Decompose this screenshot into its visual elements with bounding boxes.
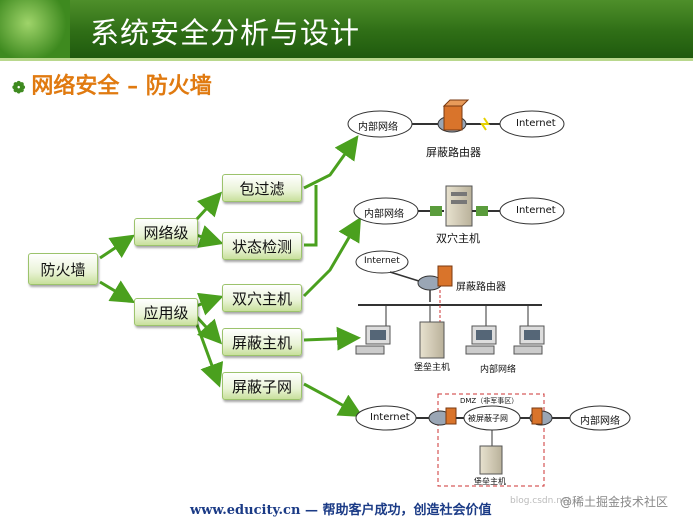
- arrow-app-dual: [195, 292, 224, 316]
- d4-middle-label: 被屏蔽子网: [468, 414, 508, 423]
- arrow-app-screened: [194, 314, 223, 345]
- d3-cloud-label: Internet: [364, 256, 400, 266]
- page-title: 系统安全分析与设计: [90, 16, 361, 50]
- node-dual-homed-host: 双穴主机: [222, 284, 302, 312]
- d2-left-label: 内部网络: [364, 209, 404, 220]
- arrow-app-subnet: [194, 321, 224, 388]
- section-title-text: 网络安全 – 防火墙: [31, 73, 212, 99]
- diagram-dual-homed-host: [353, 185, 565, 227]
- section-title: ❁ 网络安全 – 防火墙: [12, 68, 212, 100]
- d2-right-label: Internet: [516, 205, 556, 216]
- blog-watermark: blog.csdn.net: [510, 496, 571, 506]
- d4-dmz-label: DMZ（非军事区）: [460, 397, 519, 405]
- arrow-subnet-d4: [303, 382, 364, 417]
- d4-bastion-label: 堡垒主机: [474, 477, 506, 486]
- node-network-level: 网络级: [134, 218, 198, 246]
- footer: www.educity.cn — 帮助客户成功，创造社会价值 blog.csdn…: [0, 488, 693, 519]
- node-screened-host: 屏蔽主机: [222, 328, 302, 356]
- header-divider: [0, 58, 693, 61]
- d3-bastion-label: 堡垒主机: [414, 363, 451, 373]
- arrow-root-app: [99, 280, 136, 304]
- node-packet-filter: 包过滤: [222, 174, 302, 202]
- d1-device-label: 屏蔽路由器: [426, 146, 481, 159]
- node-screened-subnet: 屏蔽子网: [222, 372, 302, 400]
- diagram-screened-host: [355, 250, 545, 359]
- node-application-level: 应用级: [134, 298, 198, 326]
- arrow-filter-d1: [303, 135, 359, 190]
- bullet-icon: ❁: [12, 78, 26, 97]
- node-firewall: 防火墙: [28, 253, 98, 285]
- footer-slogan: www.educity.cn — 帮助客户成功，创造社会价值: [190, 503, 492, 518]
- leaf-logo-icon: [0, 0, 70, 58]
- watermark: @稀土掘金技术社区: [560, 495, 669, 509]
- arrow-screened-d3: [303, 326, 361, 351]
- arrow-dual-d2: [302, 216, 362, 298]
- node-stateful-inspection: 状态检测: [222, 232, 302, 260]
- arrow-network-state: [195, 225, 224, 248]
- d1-right-label: Internet: [516, 118, 556, 129]
- d4-right-label: 内部网络: [580, 416, 620, 427]
- diagram-screening-router: [347, 99, 565, 138]
- d4-left-label: Internet: [370, 412, 410, 423]
- d3-router-label: 屏蔽路由器: [456, 282, 506, 293]
- diagram-screened-subnet: [355, 393, 631, 487]
- d2-device-label: 双穴主机: [436, 232, 480, 245]
- d1-left-label: 内部网络: [358, 122, 398, 133]
- header-banner: 系统安全分析与设计: [0, 0, 693, 58]
- arrow-network-packet: [194, 191, 223, 222]
- arrow-state-d1: [304, 185, 318, 247]
- arrow-root-network: [99, 234, 135, 260]
- d3-lan-label: 内部网络: [480, 365, 517, 375]
